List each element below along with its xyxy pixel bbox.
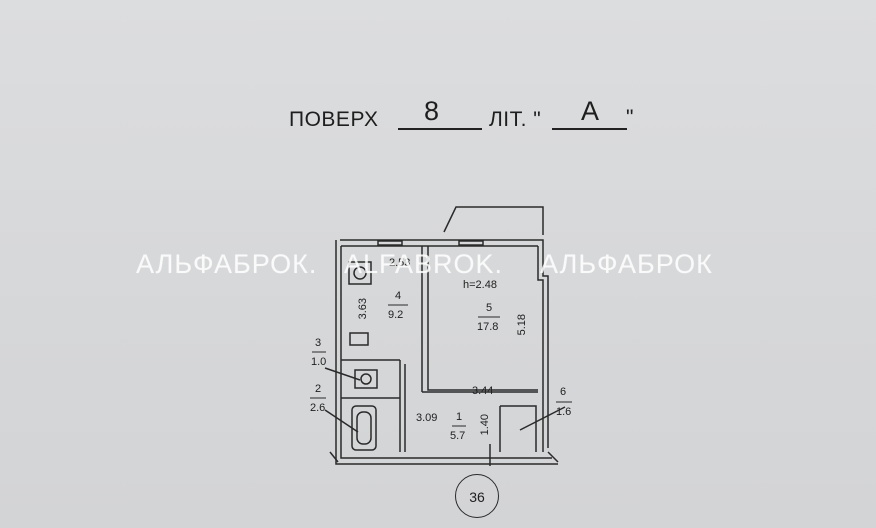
room-width-dimension: 3.44: [472, 385, 494, 397]
hall-width-dimension: 1.40: [479, 414, 491, 436]
watermark-text-1: АЛЬФАБРОК.: [136, 249, 318, 279]
room-4-number: 4: [395, 290, 402, 302]
room-5-number: 5: [486, 302, 493, 314]
ceiling-height: h=2.48: [463, 279, 497, 291]
letter-label: ЛІТ. ": [489, 108, 542, 131]
room-2-area: 2.6: [310, 402, 326, 414]
room-2-number: 2: [315, 383, 322, 395]
hall-length-dimension: 3.09: [416, 412, 438, 424]
floor-underline: [398, 128, 482, 130]
letter-close-quote: ": [626, 106, 634, 129]
room-1-number: 1: [456, 411, 463, 423]
room-6-area: 1.6: [556, 406, 572, 418]
floor-label: ПОВЕРХ: [289, 108, 379, 131]
room-3-area: 1.0: [311, 356, 327, 368]
letter-value: А: [581, 96, 600, 126]
balcony-outline: [443, 206, 544, 235]
floor-value: 8: [424, 96, 440, 126]
kitchen-width-dimension: 2.53: [389, 257, 411, 269]
room-1-area: 5.7: [450, 430, 466, 442]
page-number: 36: [455, 474, 499, 518]
watermark-text-2: ALFABROK.: [344, 249, 504, 279]
letter-underline: [552, 128, 627, 130]
room-5-area: 17.8: [477, 321, 499, 333]
watermark-text-3: АЛЬФАБРОК: [540, 249, 713, 279]
kitchen-length-dimension: 3.63: [357, 298, 369, 320]
room-4-area: 9.2: [388, 309, 404, 321]
room-3-number: 3: [315, 337, 322, 349]
room-6-number: 6: [560, 386, 567, 398]
room-length-dimension: 5.18: [516, 314, 528, 336]
